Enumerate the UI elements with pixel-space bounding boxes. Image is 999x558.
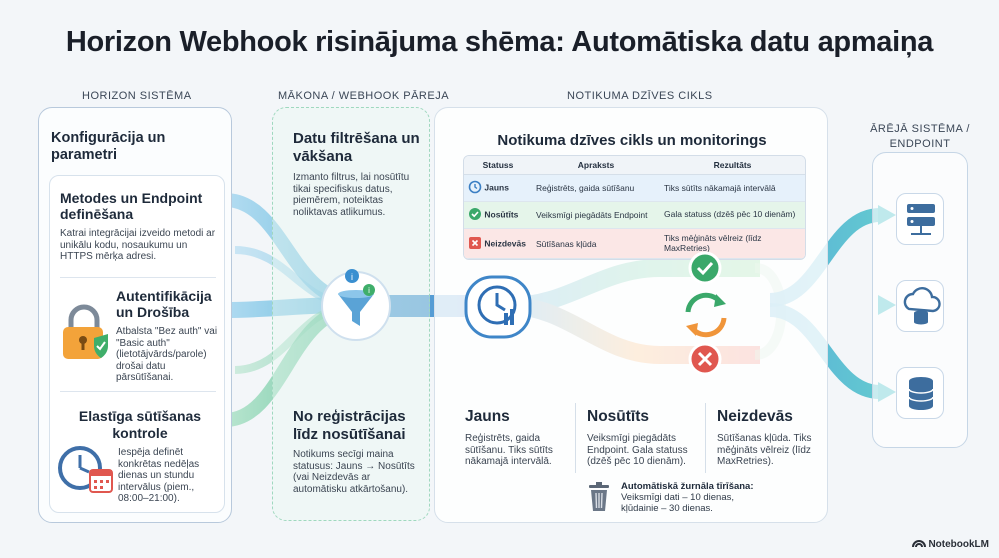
stage-sent-title: Nosūtīts (587, 408, 649, 425)
notebooklm-logo-icon (911, 538, 926, 551)
header-status: Statuss (464, 156, 532, 175)
flex-text: Iespēja definēt konkrētas nedēļas dienas… (118, 447, 200, 504)
clock-calendar-icon (56, 442, 116, 503)
auth-title: Autentifikācija un Drošība (116, 288, 212, 320)
server-icon (896, 193, 944, 245)
config-title: Konfigurācija un parametri (51, 130, 166, 163)
clock-icon (468, 180, 482, 196)
filter-funnel-icon: i i (318, 266, 394, 347)
check-icon (468, 207, 482, 223)
divider (575, 403, 576, 473)
divider (705, 403, 706, 473)
trash-icon (585, 481, 613, 518)
padlock-icon (58, 304, 114, 367)
config-card: Metodes un Endpoint definēšana Katrai in… (49, 175, 225, 513)
svg-text:i: i (368, 286, 370, 295)
timer-icon (464, 275, 534, 346)
header-description: Apraksts (532, 156, 660, 175)
divider (60, 277, 216, 278)
stage-new-title: Jauns (465, 408, 510, 425)
filter-text: Izmanto filtrus, lai nosūtītu tikai spec… (293, 172, 410, 218)
status-table: Statuss Apraksts Rezultāts Jauns Reģistr… (463, 155, 806, 260)
external-system-panel (872, 152, 968, 448)
column-header-horizon: HORIZON SISTĒMA (82, 90, 192, 102)
stage-failed-text: Sūtīšanas kļūda. Tiks mēģināts vēlreiz (… (717, 433, 812, 467)
registration-title: No reģistrācijas līdz nosūtīšanai (293, 408, 406, 443)
retry-cycle-icon (680, 290, 732, 345)
table-row: Nosūtīts Veiksmīgi piegādāts Endpoint Ga… (464, 201, 805, 229)
auth-text: Atbalsta "Bez auth" vai "Basic auth" (li… (116, 326, 218, 383)
column-header-cloud: MĀKONA / WEBHOOK PĀREJA (278, 90, 450, 102)
page-title: Horizon Webhook risinājuma shēma: Automā… (65, 26, 934, 58)
registration-text: Notikums secīgi maina statusus: Jauns → … (293, 449, 415, 495)
lifecycle-title: Notikuma dzīves cikls un monitorings (497, 132, 767, 149)
failure-x-icon (688, 342, 722, 381)
methods-text: Katrai integrācijai izveido metodi ar un… (60, 228, 216, 262)
purge-note: Automātiskā žurnāla tīrīšana: Veiksmīgi … (621, 481, 754, 514)
svg-text:i: i (351, 272, 353, 282)
horizon-system-panel: Konfigurācija un parametri Metodes un En… (38, 107, 232, 523)
divider (60, 391, 216, 392)
flex-title: Elastīga sūtīšanas kontrole (78, 408, 202, 441)
stage-failed-title: Neizdevās (717, 408, 793, 425)
filter-title: Datu filtrēšana un vākšana (293, 130, 420, 165)
column-header-lifecycle: NOTIKUMA DZĪVES CIKLS (567, 90, 713, 102)
methods-title: Metodes un Endpoint definēšana (60, 190, 203, 222)
database-icon (896, 367, 944, 419)
success-check-icon (688, 251, 722, 290)
stage-sent-text: Veiksmīgi piegādāts Endpoint. Gala statu… (587, 433, 688, 467)
x-icon (468, 236, 482, 252)
column-header-external: ĀRĒJĀ SISTĒMA /ENDPOINT (870, 123, 970, 150)
table-row: Jauns Reģistrēts, gaida sūtīšanu Tiks sū… (464, 174, 805, 202)
cloud-storage-icon (896, 280, 944, 332)
stage-new-text: Reģistrēts, gaida sūtīšanu. Tiks sūtīts … (465, 433, 553, 467)
brand-watermark: NotebookLM (911, 538, 989, 551)
header-result: Rezultāts (660, 156, 805, 175)
table-row: Neizdevās Sūtīšanas kļūda Tiks mēģināts … (464, 228, 805, 259)
